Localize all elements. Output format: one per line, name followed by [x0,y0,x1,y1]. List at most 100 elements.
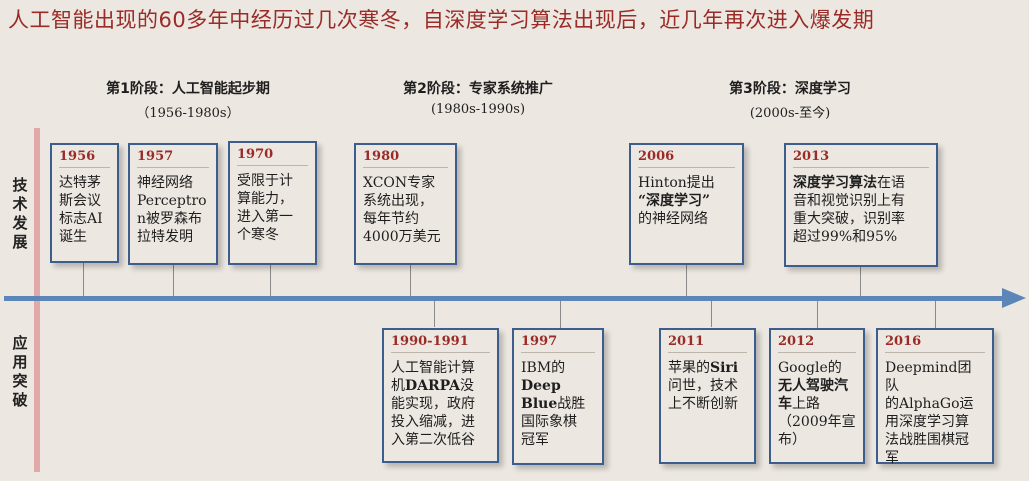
card-line: 能实现，政府 [391,396,475,412]
row-label-char: 展 [12,233,28,251]
connector-1980 [410,264,411,296]
card-1990-1991: 1990-1991 人工智能计算 机DARPA没 能实现，政府 投入缩减，进 入… [382,328,499,463]
stage-2-title: 第2阶段：专家系统推广 [403,81,553,97]
connector-2011 [711,301,712,327]
card-line: Blue战胜 [521,395,595,413]
stage-1-header: 第1阶段：人工智能起步期 （1956-1980s） [88,78,288,121]
stage-3-header: 第3阶段：深度学习 (2000s-至今) [690,78,890,121]
card-emphasis: 无人驾驶汽 [778,378,848,394]
card-line: 的AlphaGo运 [885,396,974,412]
card-line: 深度学习算法在语 [793,174,929,192]
card-line: 用深度学习算 [885,414,969,430]
card-line: 布） [778,432,806,448]
card-year: 1980 [363,149,448,168]
row-label-app: 应 用 突 破 [10,334,30,410]
stage-2-range: (1980s-1990s) [430,102,526,117]
card-line: Deepmind团队 [885,360,972,394]
card-line: 进入第一 [237,209,293,225]
card-text: 苹果的Siri 问世，技术 上不断创新 [668,359,747,413]
timeline-axis [4,296,1004,301]
card-line: 拉特发明 [137,229,193,245]
card-line: XCON专家 [363,175,436,191]
card-emphasis: “深度学习” [638,193,711,209]
connector-1957 [173,264,174,296]
stage-3-range: (2000s-至今) [749,106,831,121]
card-line: 国际象棋 [521,414,577,430]
connector-2013 [860,266,861,296]
card-line: n被罗森布 [137,211,203,227]
card-line: 达特茅 [59,175,101,191]
card-fragment: 机 [391,378,405,394]
card-year: 2006 [638,149,735,168]
row-label-char: 突 [12,372,28,390]
card-line: 斯会议 [59,193,101,209]
card-1980: 1980 XCON专家 系统出现， 每年节约 4000万美元 [354,143,457,265]
card-1956: 1956 达特茅 斯会议 标志AI 诞生 [50,143,119,263]
row-label-char: 破 [12,391,28,409]
card-line: 重大突破，识别率 [793,211,905,227]
card-2016: 2016 Deepmind团队 的AlphaGo运 用深度学习算 法战胜围棋冠 … [876,328,994,466]
card-year: 2012 [778,334,856,353]
card-line: 每年节约 [363,211,419,227]
card-line: 系统出现， [363,193,433,209]
card-line: Hinton提出 [638,175,715,191]
card-line: 神经网络 [137,175,193,191]
stage-1-range: （1956-1980s） [136,106,240,121]
card-line: 机DARPA没 [391,377,490,395]
card-line: 问世，技术 [668,378,738,394]
card-line: Google的 [778,360,842,376]
page-title: 人工智能出现的60多年中经历过几次寒冬，自深度学习算法出现后，近几年再次进入爆发… [8,8,875,32]
card-2012: 2012 Google的 无人驾驶汽 车上路 （2009年宣 布） [769,328,865,464]
card-text: 深度学习算法在语 音和视觉识别上有 重大突破，识别率 超过99%和95% [793,174,929,246]
card-1970: 1970 受限于计 算能力， 进入第一 个寒冬 [228,141,317,265]
card-year: 1957 [137,149,209,168]
card-line: 诞生 [59,229,87,245]
card-line: Deep [521,377,595,395]
connector-1970 [270,264,271,296]
card-line: Perceptro [137,193,207,209]
row-label-char: 用 [12,353,28,371]
card-line: 无人驾驶汽 [778,377,856,395]
card-emphasis: 车 [778,396,792,412]
card-emphasis: Deep [521,378,561,394]
card-fragment: 战胜 [557,396,586,412]
card-line: 个寒冬 [237,227,279,243]
connector-1990 [434,301,435,327]
card-line: 受限于计 [237,173,293,189]
card-emphasis: 深度学习算法 [793,175,877,191]
card-2006: 2006 Hinton提出 “深度学习” 的神经网络 [629,143,744,265]
row-label-char: 术 [12,195,28,213]
card-text: Google的 无人驾驶汽 车上路 （2009年宣 布） [778,359,856,449]
card-year: 1970 [237,147,308,166]
card-emphasis: DARPA [405,378,461,394]
card-year: 1997 [521,334,595,353]
card-line: “深度学习” [638,192,735,210]
timeline-arrow-head [1002,288,1026,308]
connector-1956 [83,262,84,296]
card-text: 受限于计 算能力， 进入第一 个寒冬 [237,172,308,244]
card-line: 音和视觉识别上有 [793,193,905,209]
connector-2006 [686,264,687,296]
card-line: 军 [885,450,899,466]
card-text: IBM的 Deep Blue战胜 国际象棋 冠军 [521,359,595,449]
card-year: 2016 [885,334,985,353]
card-fragment: 没 [460,378,475,394]
card-year: 2011 [668,334,747,353]
card-line: 人工智能计算 [391,360,475,376]
connector-2012 [817,301,818,328]
stage-1-title: 第1阶段：人工智能起步期 [106,81,270,97]
card-emphasis: Siri [710,360,739,376]
card-line: 车上路 [778,395,856,413]
card-line: 4000万美元 [363,229,441,245]
card-year: 2013 [793,149,929,168]
card-line: 冠军 [521,432,549,448]
card-text: 人工智能计算 机DARPA没 能实现，政府 投入缩减，进 入第二次低谷 [391,359,490,449]
card-line: 投入缩减，进 [391,414,475,430]
stage-3-title: 第3阶段：深度学习 [729,81,851,97]
card-emphasis: Blue [521,396,558,412]
card-1957: 1957 神经网络 Perceptro n被罗森布 拉特发明 [128,143,218,265]
card-line: 算能力， [237,191,293,207]
card-line: 入第二次低谷 [391,432,475,448]
card-line: 标志AI [59,211,103,227]
card-text: 神经网络 Perceptro n被罗森布 拉特发明 [137,174,209,246]
